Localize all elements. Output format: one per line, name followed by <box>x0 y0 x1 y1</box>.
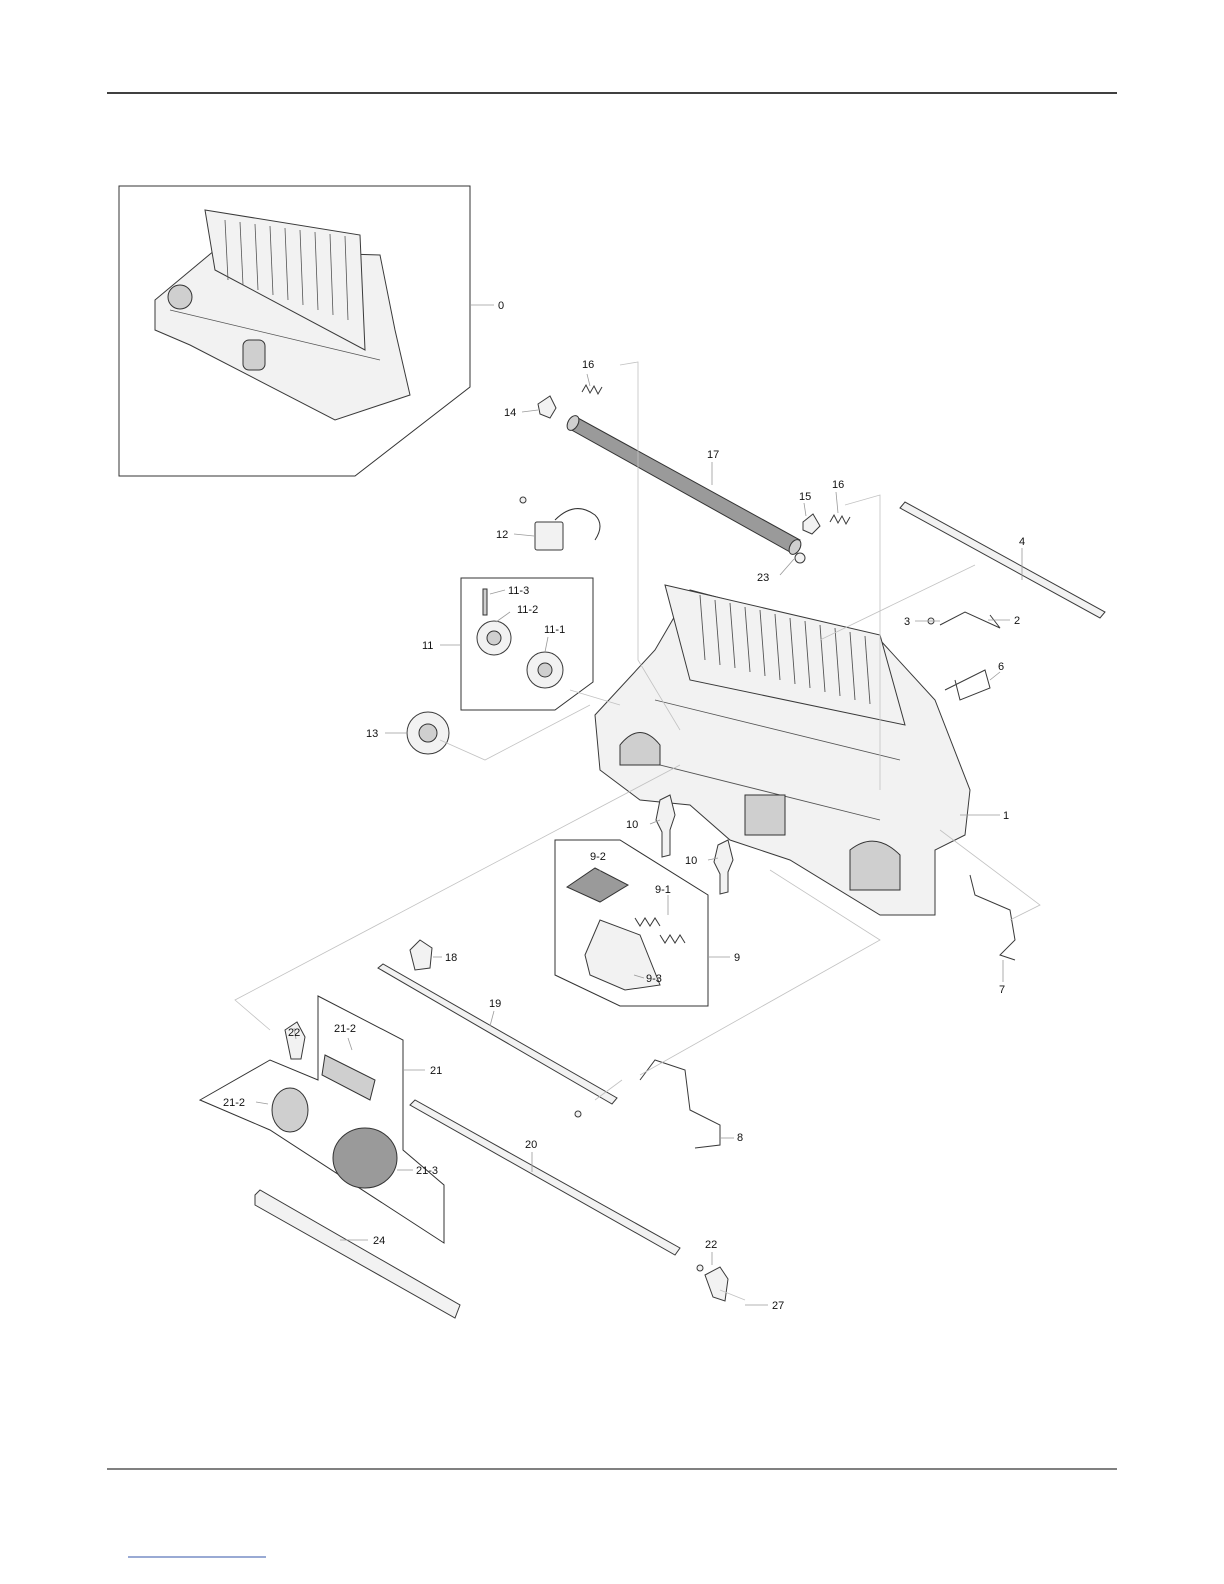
guide-24 <box>255 1190 460 1318</box>
callout-11-3: 11-3 <box>508 585 529 597</box>
callout-14: 14 <box>504 407 516 419</box>
callout-0: 0 <box>498 300 504 312</box>
callout-24: 24 <box>373 1235 385 1247</box>
callout-11: 11 <box>422 640 433 652</box>
callout-12: 12 <box>496 529 508 541</box>
callout-23: 23 <box>757 572 769 584</box>
callout-21: 21 <box>430 1065 442 1077</box>
callout-18: 18 <box>445 952 457 964</box>
lever-10a <box>656 795 675 857</box>
callout-6: 6 <box>998 661 1004 673</box>
callout-2: 2 <box>1014 615 1020 627</box>
callout-27: 27 <box>772 1300 784 1312</box>
callout-21-2b: 21-2 <box>223 1097 245 1109</box>
bracket-8 <box>640 1060 720 1148</box>
assembly-inset-drawing <box>155 210 410 420</box>
callout-21-2a: 21-2 <box>334 1023 356 1035</box>
callout-16a: 16 <box>582 359 594 371</box>
screw-19 <box>575 1111 581 1117</box>
callout-1: 1 <box>1003 810 1009 822</box>
callout-9: 9 <box>734 952 740 964</box>
callout-11-1: 11-1 <box>544 624 565 636</box>
guide-20 <box>410 1100 680 1255</box>
callout-10a: 10 <box>626 819 638 831</box>
callout-3: 3 <box>904 616 910 628</box>
callout-11-2: 11-2 <box>517 604 538 616</box>
lever-10b <box>714 840 733 894</box>
bracket-6 <box>945 670 990 700</box>
callout-15: 15 <box>799 491 811 503</box>
holder-18 <box>410 940 432 970</box>
roller-17 <box>565 414 805 563</box>
gear-13 <box>407 712 449 754</box>
callout-16b: 16 <box>832 479 844 491</box>
assembly-inset <box>119 186 470 476</box>
bushing-15 <box>803 514 820 534</box>
callout-13: 13 <box>366 728 378 740</box>
callout-7: 7 <box>999 984 1005 996</box>
spring-16a <box>582 385 602 394</box>
spring-16b <box>830 515 850 524</box>
callout-21-3: 21-3 <box>416 1165 438 1177</box>
callout-8: 8 <box>737 1132 743 1144</box>
callout-10b: 10 <box>685 855 697 867</box>
main-frame <box>595 585 970 915</box>
callout-9-3: 9-3 <box>646 973 662 985</box>
gear-assembly-11 <box>461 578 593 710</box>
pickup-assembly-21 <box>200 996 444 1243</box>
holder-22b <box>697 1265 728 1301</box>
callout-9-2: 9-2 <box>590 851 606 863</box>
sensor-12 <box>520 497 600 550</box>
shaft-19 <box>378 964 617 1104</box>
callout-4: 4 <box>1019 536 1025 548</box>
callout-20: 20 <box>525 1139 537 1151</box>
callout-17: 17 <box>707 449 719 461</box>
bushing-14 <box>538 396 556 418</box>
bar-4 <box>900 502 1105 618</box>
callout-9-1: 9-1 <box>655 884 671 896</box>
callout-22a: 22 <box>288 1027 300 1039</box>
callout-19: 19 <box>489 998 501 1010</box>
callout-22b: 22 <box>705 1239 717 1251</box>
bracket-7 <box>970 875 1015 960</box>
